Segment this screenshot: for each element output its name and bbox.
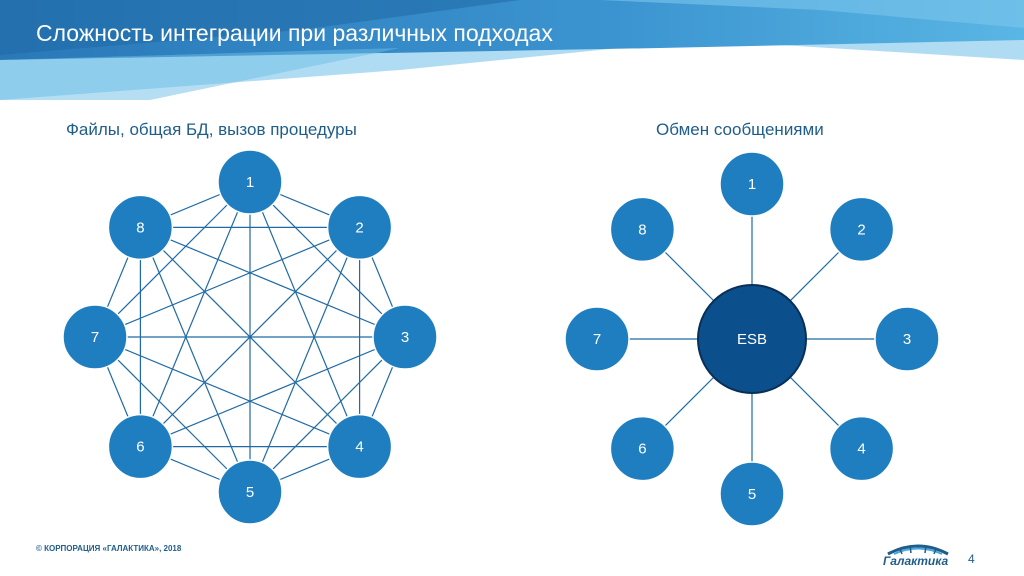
hub-node-circle <box>719 151 785 217</box>
mesh-node-3: 3 <box>372 304 438 370</box>
hub-node-circle <box>609 196 676 263</box>
copyright-text: © КОРПОРАЦИЯ «ГАЛАКТИКА», 2018 <box>36 544 182 553</box>
mesh-edge-4-7 <box>94 336 360 448</box>
hub-node-label: 4 <box>857 441 865 458</box>
esb-hub-label: ESB <box>737 331 767 348</box>
mesh-node-label: 1 <box>246 174 254 191</box>
slide-title: Сложность интеграции при различных подхо… <box>36 20 553 46</box>
logo-name: Галактика <box>883 554 949 568</box>
mesh-edge-5-8 <box>139 227 251 493</box>
mesh-edge-2-5 <box>249 227 361 493</box>
mesh-node-circle <box>107 194 174 261</box>
hub-node-label: 6 <box>638 441 646 458</box>
header-band <box>0 0 1024 105</box>
hub-node-circle <box>719 461 785 527</box>
hub-node-label: 7 <box>593 331 601 348</box>
hub-node-circle <box>874 306 940 372</box>
mesh-edge-1-4 <box>249 181 361 447</box>
mesh-node-label: 3 <box>401 329 409 346</box>
hub-node-2: 2 <box>828 196 895 263</box>
hub-node-label: 2 <box>857 221 865 238</box>
hub-node-label: 1 <box>748 176 756 193</box>
mesh-node-2: 2 <box>326 194 393 261</box>
esb-hub-circle <box>697 284 807 394</box>
hub-node-1: 1 <box>719 151 785 217</box>
mesh-node-7: 7 <box>62 304 128 370</box>
mesh-node-6: 6 <box>107 413 174 480</box>
esb-hub: ESB <box>697 284 807 394</box>
diagram-title-left: Файлы, общая БД, вызов процедуры <box>66 120 357 139</box>
mesh-edge-5-7 <box>94 336 251 493</box>
hub-node-5: 5 <box>719 461 785 527</box>
page-number: 4 <box>968 552 975 566</box>
mesh-node-label: 2 <box>355 219 363 236</box>
hub-node-7: 7 <box>564 306 630 372</box>
hub-node-label: 8 <box>638 221 646 238</box>
mesh-node-label: 6 <box>136 439 144 456</box>
mesh-nodes: 1 2 3 4 5 6 7 8 <box>62 149 438 525</box>
hub-node-circle <box>564 306 630 372</box>
mesh-node-label: 5 <box>246 484 254 501</box>
mesh-edge-2-7 <box>94 226 360 338</box>
hub-node-label: 5 <box>748 486 756 503</box>
mesh-node-circle <box>326 194 393 261</box>
mesh-edge-4-8 <box>139 226 361 448</box>
hub-node-6: 6 <box>609 415 676 482</box>
mesh-node-8: 8 <box>107 194 174 261</box>
mesh-node-label: 4 <box>355 439 363 456</box>
mesh-node-circle <box>107 413 174 480</box>
mesh-node-circle <box>326 413 393 480</box>
mesh-node-5: 5 <box>217 459 283 525</box>
mesh-node-circle <box>62 304 128 370</box>
hub-nodes: 1 2 3 4 5 6 7 8 <box>564 151 940 527</box>
galaktika-logo-icon <box>887 544 949 556</box>
hub-node-circle <box>609 415 676 482</box>
mesh-edge-3-6 <box>140 336 406 448</box>
mesh-edge-1-6 <box>139 181 251 447</box>
mesh-node-circle <box>217 459 283 525</box>
hub-node-8: 8 <box>609 196 676 263</box>
mesh-edge-3-8 <box>140 226 406 338</box>
mesh-node-label: 8 <box>136 219 144 236</box>
hub-node-4: 4 <box>828 415 895 482</box>
mesh-edges <box>94 181 406 493</box>
mesh-node-label: 7 <box>91 329 99 346</box>
hub-node-circle <box>828 196 895 263</box>
mesh-node-4: 4 <box>326 413 393 480</box>
hub-node-3: 3 <box>874 306 940 372</box>
mesh-node-circle <box>372 304 438 370</box>
mesh-node-circle <box>217 149 283 215</box>
diagram-title-right: Обмен сообщениями <box>656 120 824 139</box>
mesh-node-1: 1 <box>217 149 283 215</box>
hub-node-circle <box>828 415 895 482</box>
hub-node-label: 3 <box>903 331 911 348</box>
